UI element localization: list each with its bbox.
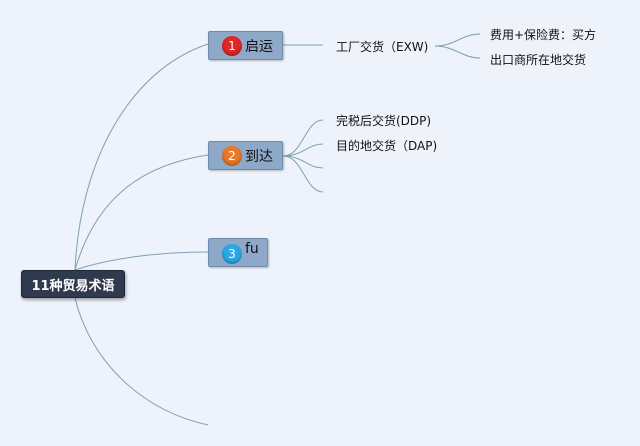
root-label: 11种贸易术语 [31,278,115,294]
priority-3-icon: 3 [222,244,242,264]
branch-node-3[interactable]: 3 fu [208,238,268,267]
connector-root-branch-3 [74,251,209,271]
leaf-exw-place[interactable]: 出口商所在地交货 [490,51,586,68]
connector-exw-place [434,45,481,59]
connector-root-branch-2 [74,154,209,271]
leaf-exw-label: 工厂交货（EXW) [336,40,429,54]
leaf-exw-place-label: 出口商所在地交货 [490,53,587,67]
branch-label-3: fu [245,241,259,257]
leaf-exw[interactable]: 工厂交货（EXW) [336,38,428,55]
leaf-dap-label: 目的地交货（DAP) [336,139,438,153]
leaf-dap[interactable]: 目的地交货（DAP) [336,137,437,154]
branch-label-1: 启运 [245,38,273,55]
branch-label-2: 到达 [245,148,273,165]
connector-exw-fee [434,33,481,47]
branch-node-1[interactable]: 1 启运 [208,31,283,60]
leaf-ddp-label: 完税后交货(DDP) [336,114,432,128]
connector-branch-2-ddp [282,119,324,157]
leaf-exw-fee-label: 费用+保险费：买方 [490,28,597,42]
leaf-exw-fee[interactable]: 费用+保险费：买方 [490,26,596,43]
connector-root-branch-1 [74,43,209,271]
leaf-ddp[interactable]: 完税后交货(DDP) [336,112,431,129]
connector-branch-2-empty-a [282,155,324,169]
priority-2-icon: 2 [222,145,242,166]
branch-node-2[interactable]: 2 到达 [208,141,283,170]
connector-branch-2-dap [282,143,324,157]
connector-branch-2-empty-b [282,155,324,193]
connector-root-empty-branch [74,297,209,426]
priority-1-icon: 1 [222,35,242,56]
root-node[interactable]: 11种贸易术语 [21,270,125,298]
